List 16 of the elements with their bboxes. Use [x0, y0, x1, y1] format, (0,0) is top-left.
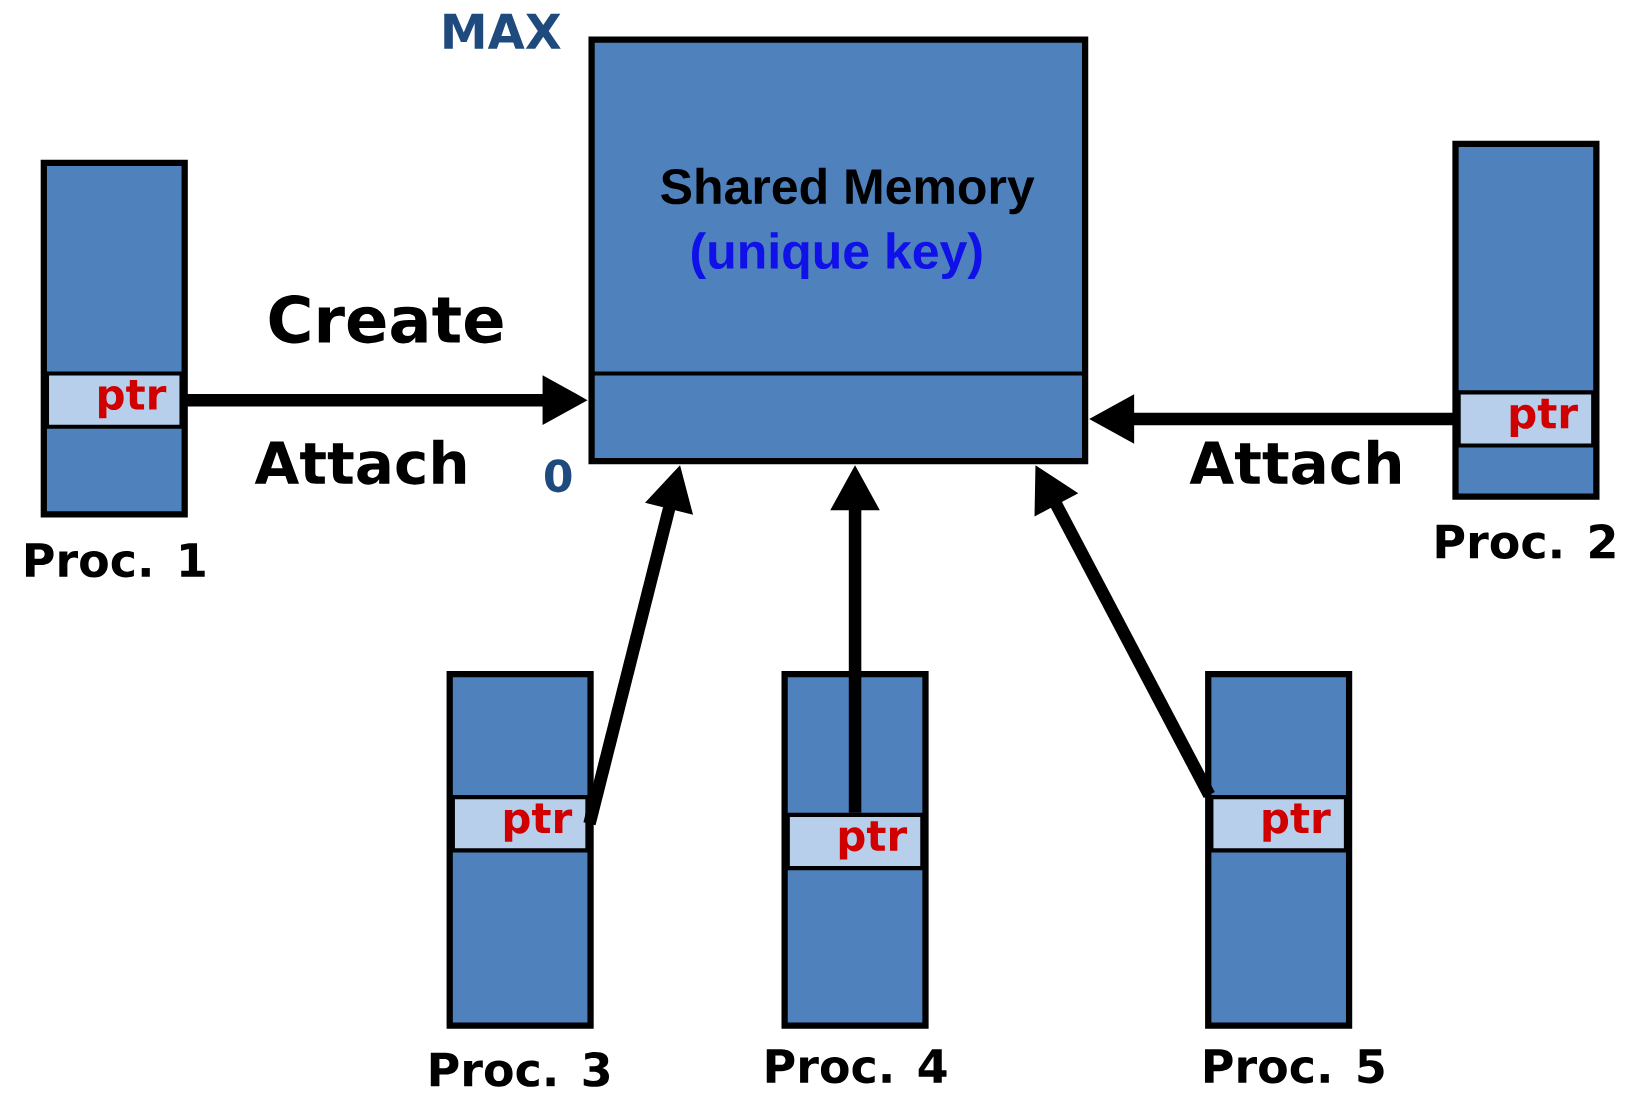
node-label: Proc. 1 — [25, 543, 205, 578]
pointer-slot: ptr — [785, 813, 925, 871]
address-label: 0 — [545, 459, 572, 493]
node-label: Proc. 3 — [430, 1052, 610, 1088]
node-label: Proc. 5 — [1204, 1049, 1384, 1084]
operation-label: Attach — [254, 440, 466, 485]
pointer-slot: ptr — [450, 795, 590, 853]
edge-label: Create — [269, 295, 503, 344]
operation-label: Attach — [1189, 440, 1400, 485]
pointer-slot: ptr — [1209, 795, 1349, 853]
node-label: Proc. 2 — [1436, 524, 1615, 560]
memory-box: Shared Memory (unique key) — [588, 36, 1089, 465]
address-label: MAX — [444, 14, 561, 50]
node-label: Proc. 4 — [766, 1049, 947, 1084]
pointer-slot: ptr — [1456, 390, 1596, 448]
pointer-slot: ptr — [44, 371, 184, 430]
